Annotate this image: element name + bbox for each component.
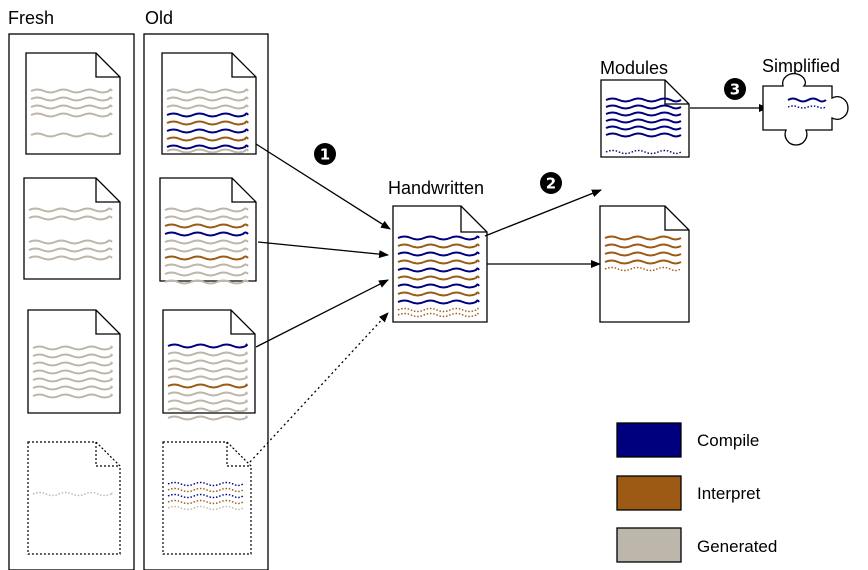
old-document-4	[162, 441, 252, 555]
module-document-compile	[600, 79, 690, 158]
arrow-old-1-to-handwritten	[255, 143, 391, 230]
handwritten-label: Handwritten	[388, 178, 484, 198]
modules-label: Modules	[600, 58, 668, 78]
fresh-column-label: Fresh	[8, 8, 54, 28]
fresh-document-4	[27, 441, 121, 555]
old-document-3	[162, 309, 256, 421]
step-1-badge: 1	[314, 143, 336, 165]
legend-label-interpret: Interpret	[697, 484, 761, 503]
legend: Compile Interpret Generated	[616, 422, 777, 563]
old-document-2	[159, 177, 257, 285]
fresh-document-2	[23, 177, 121, 280]
fresh-document-3	[27, 309, 121, 414]
old-document-1	[161, 52, 257, 155]
arrow-to-module-compile	[484, 189, 602, 237]
legend-label-compile: Compile	[697, 431, 759, 450]
step-3-badge: 3	[724, 78, 746, 100]
svg-text:2: 2	[546, 175, 556, 193]
old-column-frame	[143, 33, 269, 570]
legend-swatch-generated	[616, 527, 682, 563]
svg-text:1: 1	[320, 146, 330, 164]
legend-swatch-compile	[616, 422, 682, 458]
module-document-interpret	[599, 205, 690, 323]
old-column-label: Old	[145, 8, 173, 28]
legend-label-generated: Generated	[697, 537, 777, 556]
simplified-label: Simplified	[762, 56, 840, 76]
legend-swatch-interpret	[616, 475, 682, 511]
svg-text:3: 3	[730, 81, 740, 99]
arrow-old-4-to-handwritten	[249, 312, 389, 463]
handwritten-document	[392, 205, 488, 323]
arrow-old-2-to-handwritten	[257, 241, 389, 259]
arrow-old-3-to-handwritten	[255, 279, 389, 348]
fresh-column-frame	[8, 33, 135, 570]
simplified-puzzle-piece	[762, 72, 849, 146]
step-2-badge: 2	[540, 172, 562, 194]
fresh-document-1	[25, 52, 121, 155]
